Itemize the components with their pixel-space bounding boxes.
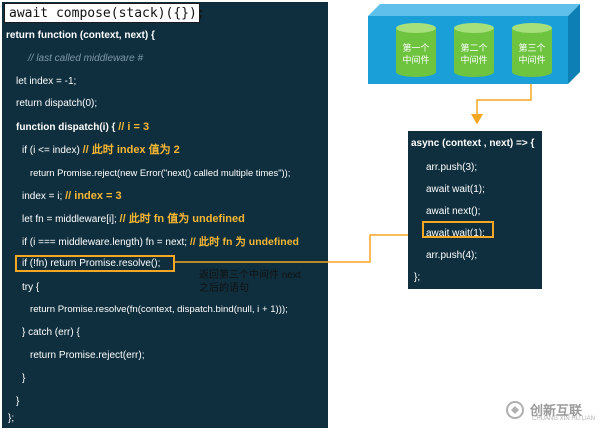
cylinder-label: 中间件 [460,54,487,66]
middleware-stack-box: 第一个 中间件 第二个 中间件 第三个 中间件 [368,4,580,84]
code-annotation: // i = 3 [118,121,150,133]
code-line: } [16,395,19,409]
code-line: }; [414,272,421,283]
callout-line: 之后的语句 [199,283,249,294]
code-text: return Promise.resolve(fn(context, dispa… [30,304,288,315]
return-arrow [175,229,423,263]
cylinder-3 [512,23,552,77]
code-text: }; [8,413,15,424]
code-line: arr.push(4); [426,250,478,261]
code-text: try { [22,282,40,293]
code-line: function dispatch(i) { // i = 3 [16,120,149,135]
code-text: if (!fn) return Promise.resolve(); [22,258,161,269]
code-text: return Promise.reject(new Error("next() … [30,167,291,178]
code-text: } [16,396,20,407]
code-line: } [22,372,25,386]
code-annotation: // index = 3 [65,190,122,202]
code-line: if (i <= index) // 此时 index 值为 2 [22,143,180,158]
code-text: if (i === middleware.length) fn = next; [22,237,188,248]
code-text: let index = -1; [16,76,77,87]
code-line: return Promise.reject(new Error("next() … [30,166,290,180]
code-text: index = i; [22,191,63,202]
code-text: return Promise.reject(err); [30,350,145,361]
code-panel: await compose(stack)({}); return functio… [2,2,328,428]
cylinder-label: 第三个 [518,42,545,54]
code-line: let index = -1; [16,75,76,89]
code-comment: // last called middleware # [28,53,144,64]
code-line: if (i === middleware.length) fn = next; … [22,235,299,250]
code-line: return Promise.resolve(fn(context, dispa… [30,303,288,317]
code-annotation: // 此时 index 值为 2 [82,144,180,156]
code-line: await wait(1); [426,184,485,195]
cylinder-label: 第二个 [460,42,487,54]
code-text: } [22,373,26,384]
code-line: try { [22,281,39,295]
code-line: await next(); [426,206,481,217]
highlight-box [15,255,175,272]
code-header: await compose(stack)({}); [4,3,205,23]
code-line: let fn = middleware[i]; // 此时 fn 值为 unde… [22,212,245,227]
watermark-subtext: CHUANG XIN HU LIAN [532,416,596,422]
callout-line: 返回第三个中间件 next [199,270,301,281]
code-line: } catch (err) { [22,326,80,340]
watermark-logo-icon [506,401,524,419]
code-line: index = i; // index = 3 [22,189,122,204]
code-text: } catch (err) { [22,327,80,338]
code-line: }; [8,412,14,426]
code-line: await wait(1); [426,228,485,239]
third-middleware-panel: async (context , next) => { arr.push(3);… [408,131,542,289]
cylinder-label: 中间件 [518,54,545,66]
code-line: return dispatch(0); [16,97,97,111]
code-text: return function (context, next) { [6,30,155,41]
highlight-box [422,221,494,238]
code-annotation: // 此时 fn 为 undefined [189,236,299,248]
code-text: async (context , next) => { [411,138,535,149]
code-line: if (!fn) return Promise.resolve(); [22,257,160,271]
code-text: function dispatch(i) { [16,122,116,133]
callout-text: 返回第三个中间件 next 之后的语句 [199,269,301,295]
code-text: if (i <= index) [22,145,80,156]
code-text: return dispatch(0); [16,98,98,109]
watermark-text: 创新互联 [530,403,583,418]
code-line: return function (context, next) { [6,29,155,43]
code-line: arr.push(3); [426,162,478,173]
code-text: let fn = middleware[i]; [22,214,117,225]
code-line: async (context , next) => { [411,137,534,151]
cylinder-label: 中间件 [402,54,429,66]
cylinder-label: 第一个 [402,42,429,54]
cylinder-2 [454,23,494,77]
middleware-arrow [471,84,532,125]
code-annotation: // 此时 fn 值为 undefined [119,213,245,225]
cylinder-1 [396,23,436,77]
code-line: return Promise.reject(err); [30,349,144,363]
